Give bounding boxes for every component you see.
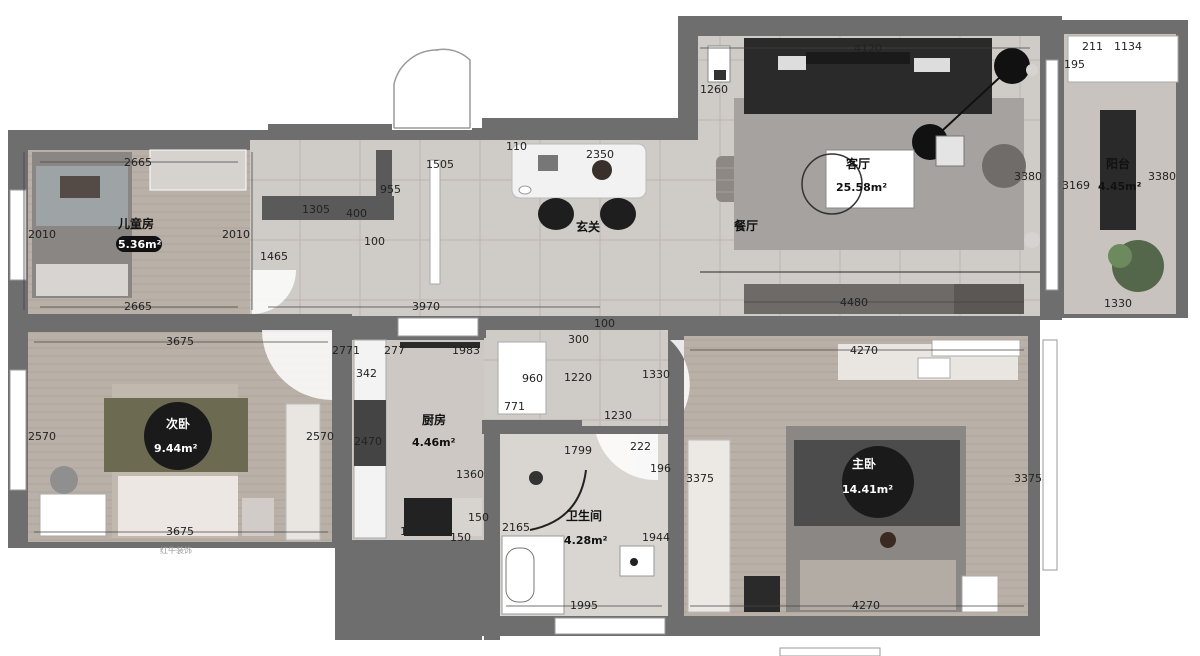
balcony-name: 阳台 — [1106, 156, 1130, 171]
dim-196: 196 — [650, 462, 671, 475]
dim-960: 960 — [522, 372, 543, 385]
dim-3970: 3970 — [412, 300, 440, 313]
room-labels: 儿童房 5.36m² 客厅 25.58m² 阳台 4.45m² 玄关 餐厅 次卧… — [116, 156, 1142, 547]
brand-watermark: 红牛装饰 — [160, 545, 192, 555]
dim-second-bottom: 3675 — [166, 525, 194, 538]
dim-kids-right: 2010 — [222, 228, 250, 241]
entry-door — [392, 48, 472, 130]
dim-150a: 150 — [468, 511, 489, 524]
balcony-area: 4.45m² — [1098, 180, 1142, 193]
dim-master-bottom: 4270 — [852, 599, 880, 612]
balcony-furniture — [1067, 35, 1179, 292]
dim-1220: 1220 — [564, 371, 592, 384]
bathroom-name: 卫生间 — [566, 508, 602, 523]
master-bedroom-name: 主卧 — [852, 456, 876, 471]
dim-1799: 1799 — [564, 444, 592, 457]
dim-1405: 1405 — [400, 525, 428, 538]
dim-master-right: 3375 — [1014, 472, 1042, 485]
dim-1305: 1305 — [302, 203, 330, 216]
kids-room-name: 儿童房 — [117, 216, 154, 231]
dim-bal-1330: 1330 — [1104, 297, 1132, 310]
dim-1260: 1260 — [700, 83, 728, 96]
door-swings — [252, 270, 690, 481]
dim-tv-wall: 4480 — [840, 296, 868, 309]
living-furniture — [707, 38, 1040, 250]
second-bedroom-name: 次卧 — [166, 416, 190, 431]
master-bedroom-area: 14.41m² — [842, 483, 893, 496]
dim-bal-211: 211 — [1082, 40, 1103, 53]
second-bedroom-area: 9.44m² — [154, 442, 198, 455]
dim-second-top: 3675 — [166, 335, 194, 348]
master-bedroom-furniture — [687, 339, 1021, 613]
dim-2350: 2350 — [586, 148, 614, 161]
dim-300: 300 — [568, 333, 589, 346]
dim-master-top: 4270 — [850, 344, 878, 357]
dim-2771: 2771 — [332, 344, 360, 357]
second-bedroom-furniture — [39, 384, 321, 541]
bathroom-area: 4.28m² — [564, 534, 608, 547]
dim-second-right: 2570 — [306, 430, 334, 443]
dim-100b: 100 — [594, 317, 615, 330]
entry-name: 玄关 — [576, 219, 600, 234]
dim-150b: 150 — [450, 531, 471, 544]
dim-1944: 1944 — [642, 531, 670, 544]
dim-342: 342 — [356, 367, 377, 380]
dining-name: 餐厅 — [734, 218, 758, 233]
windows — [9, 59, 1059, 656]
dim-master-left: 3375 — [686, 472, 714, 485]
kids-room-furniture — [32, 149, 247, 298]
tv-cabinet — [700, 271, 1040, 314]
dim-living-top: 4120 — [854, 42, 882, 55]
dim-400: 400 — [346, 207, 367, 220]
dim-bal-1134: 1134 — [1114, 40, 1142, 53]
bathroom-fixtures — [501, 469, 655, 615]
dim-1983: 1983 — [452, 344, 480, 357]
dim-1995: 1995 — [570, 599, 598, 612]
dim-kids-left: 2010 — [28, 228, 56, 241]
dim-bal-195: 195 — [1064, 58, 1085, 71]
dim-bal-3169: 3169 — [1062, 179, 1090, 192]
living-room-area: 25.58m² — [836, 181, 887, 194]
dim-955: 955 — [380, 183, 401, 196]
dim-277: 277 — [384, 344, 405, 357]
kids-room-area: 5.36m² — [118, 238, 162, 251]
dim-bal-3380: 3380 — [1148, 170, 1176, 183]
dimension-labels: 2665 2665 2010 2010 1465 1305 400 100 95… — [28, 40, 1176, 612]
dim-1465: 1465 — [260, 250, 288, 263]
dim-110: 110 — [506, 140, 527, 153]
dim-second-left: 2570 — [28, 430, 56, 443]
kitchen-furniture — [353, 339, 547, 539]
dim-100a: 100 — [364, 235, 385, 248]
dimension-lines — [23, 47, 1030, 607]
dim-2470: 2470 — [354, 435, 382, 448]
dim-771: 771 — [504, 400, 525, 413]
dim-kids-top: 2665 — [124, 156, 152, 169]
dim-222: 222 — [630, 440, 651, 453]
dim-1330: 1330 — [642, 368, 670, 381]
dim-1360: 1360 — [456, 468, 484, 481]
dim-2165: 2165 — [502, 521, 530, 534]
corridor-cabinet — [262, 150, 441, 285]
dim-1230: 1230 — [604, 409, 632, 422]
dim-kids-bottom: 2665 — [124, 300, 152, 313]
dim-living-right: 3380 — [1014, 170, 1042, 183]
kitchen-name: 厨房 — [422, 412, 446, 427]
dim-1505: 1505 — [426, 158, 454, 171]
living-room-name: 客厅 — [845, 156, 870, 171]
kitchen-area: 4.46m² — [412, 436, 456, 449]
entry-table — [511, 143, 647, 230]
